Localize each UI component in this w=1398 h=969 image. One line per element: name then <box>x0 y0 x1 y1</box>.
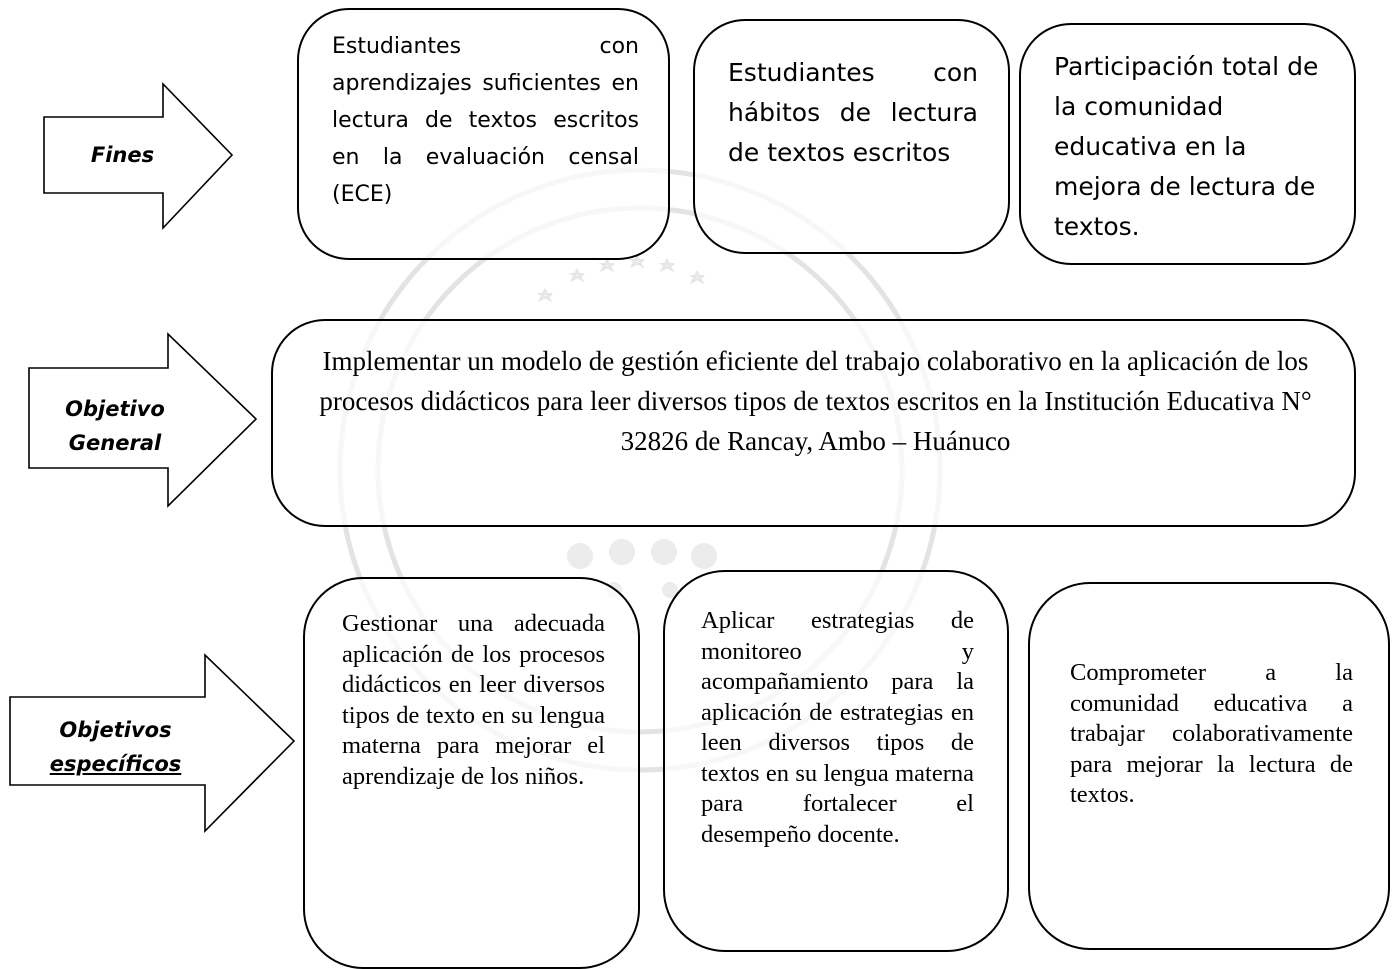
objetivo-especifico-box-3: Comprometer a la comunidad educativa a t… <box>1028 582 1390 950</box>
objetivos-especificos-label: Objetivos específicos <box>49 718 182 776</box>
objetivo-general-label: Objetivo General <box>65 397 165 455</box>
fines-box-1: Estudiantes con aprendizajes suficientes… <box>297 8 670 260</box>
fines-label: Fines <box>90 143 155 167</box>
objetivo-especifico-2: Aplicar estrategias de monitoreo y acomp… <box>701 607 974 848</box>
arrow-objetivo-general <box>28 332 258 508</box>
arrow-fines <box>43 82 234 231</box>
objetivo-especifico-box-2: Aplicar estrategias de monitoreo y acomp… <box>663 570 1009 952</box>
fines-item-3: Participación total de la comunidad educ… <box>1054 52 1319 241</box>
objetivo-especifico-3: Comprometer a la comunidad educativa a t… <box>1070 659 1353 808</box>
objetivo-especifico-box-1: Gestionar una adecuada aplicación de los… <box>303 577 640 969</box>
fines-box-2: Estudiantes con hábitos de lectura de te… <box>693 19 1010 254</box>
objetivo-especifico-1: Gestionar una adecuada aplicación de los… <box>342 610 605 790</box>
fines-box-3: Participación total de la comunidad educ… <box>1019 23 1356 265</box>
objetivo-general-text: Implementar un modelo de gestión eficien… <box>319 346 1312 456</box>
objetivo-general-box: Implementar un modelo de gestión eficien… <box>271 319 1356 527</box>
arrow-objetivos-especificos <box>9 653 296 833</box>
fines-item-2: Estudiantes con hábitos de lectura de te… <box>728 58 978 167</box>
fines-item-1: Estudiantes con aprendizajes suficientes… <box>332 34 639 207</box>
